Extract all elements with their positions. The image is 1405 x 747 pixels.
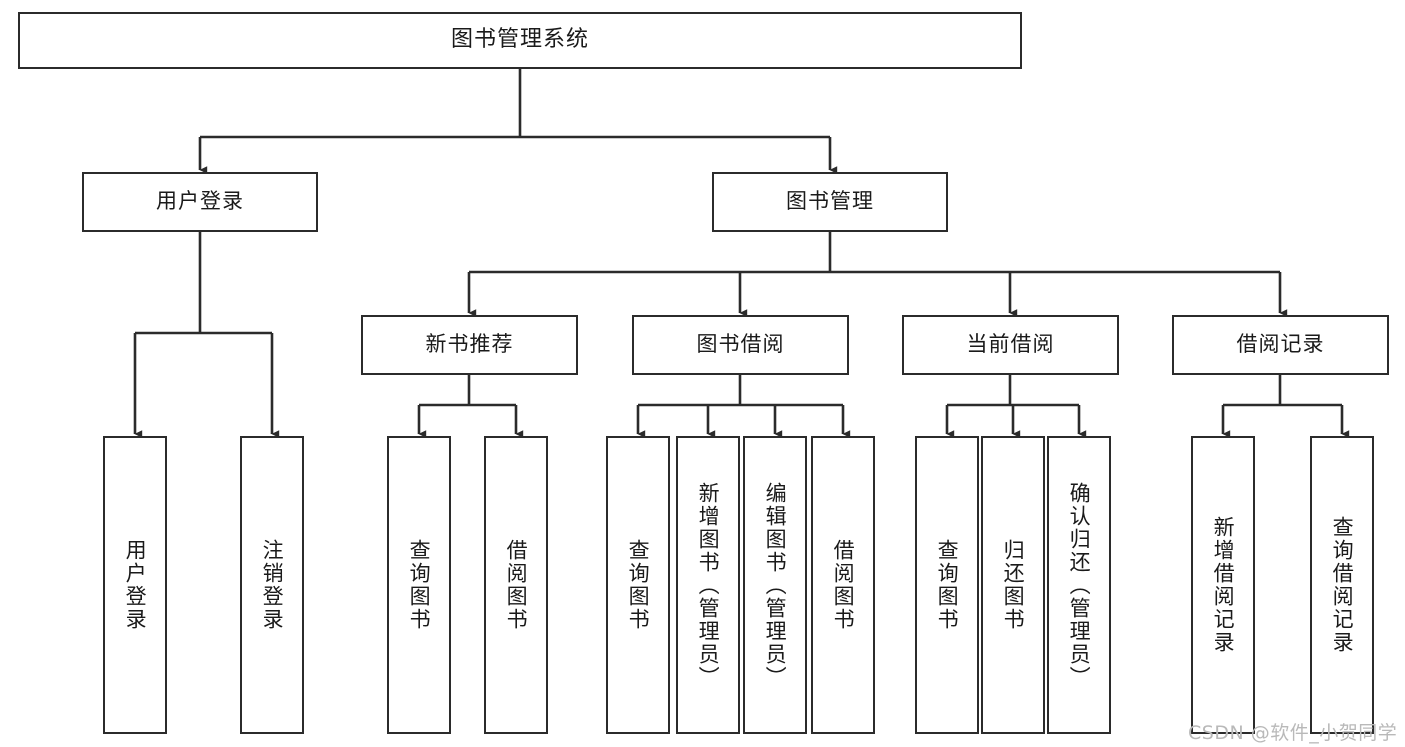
node-leaf-edit-book-admin-label: 编辑图书（管理员） — [763, 481, 788, 689]
node-leaf-borrow-book-label: 借阅图书 — [831, 539, 856, 631]
node-root-title-label: 图书管理系统 — [450, 27, 589, 53]
node-book-borrow[interactable]: 图书借阅 — [632, 315, 849, 375]
node-leaf-borrow-book[interactable]: 借阅图书 — [811, 436, 875, 734]
node-book-management-label: 图书管理 — [786, 189, 874, 214]
node-leaf-add-book-admin-label: 新增图书（管理员） — [696, 481, 721, 689]
node-user-login[interactable]: 用户登录 — [82, 172, 318, 232]
node-leaf-return-book-label: 归还图书 — [1001, 539, 1026, 631]
node-leaf-confirm-return-admin[interactable]: 确认归还（管理员） — [1047, 436, 1111, 734]
node-borrow-record-label: 借阅记录 — [1236, 332, 1325, 357]
node-new-book-recommend-label: 新书推荐 — [425, 332, 514, 357]
node-leaf-query-book-current-label: 查询图书 — [935, 539, 960, 631]
node-book-borrow-label: 图书借阅 — [696, 332, 785, 357]
node-leaf-query-book-rec[interactable]: 查询图书 — [387, 436, 451, 734]
node-leaf-add-borrow-record[interactable]: 新增借阅记录 — [1191, 436, 1255, 734]
node-book-management[interactable]: 图书管理 — [712, 172, 948, 232]
node-current-borrow[interactable]: 当前借阅 — [902, 315, 1119, 375]
node-leaf-user-logout-label: 注销登录 — [260, 539, 285, 631]
node-leaf-query-borrow-record[interactable]: 查询借阅记录 — [1310, 436, 1374, 734]
node-root-title[interactable]: 图书管理系统 — [18, 12, 1022, 69]
node-current-borrow-label: 当前借阅 — [966, 332, 1055, 357]
node-leaf-edit-book-admin[interactable]: 编辑图书（管理员） — [743, 436, 807, 734]
node-leaf-query-book-rec-label: 查询图书 — [407, 539, 432, 631]
node-leaf-add-book-admin[interactable]: 新增图书（管理员） — [676, 436, 740, 734]
node-leaf-query-book-borrow[interactable]: 查询图书 — [606, 436, 670, 734]
node-leaf-borrow-book-rec-label: 借阅图书 — [504, 539, 529, 631]
node-leaf-confirm-return-admin-label: 确认归还（管理员） — [1067, 481, 1092, 689]
node-leaf-query-borrow-record-label: 查询借阅记录 — [1330, 516, 1355, 654]
node-leaf-user-login[interactable]: 用户登录 — [103, 436, 167, 734]
node-leaf-query-book-current[interactable]: 查询图书 — [915, 436, 979, 734]
node-leaf-user-login-label: 用户登录 — [123, 539, 148, 631]
node-user-login-label: 用户登录 — [156, 189, 244, 214]
node-leaf-borrow-book-rec[interactable]: 借阅图书 — [484, 436, 548, 734]
node-leaf-return-book[interactable]: 归还图书 — [981, 436, 1045, 734]
node-borrow-record[interactable]: 借阅记录 — [1172, 315, 1389, 375]
csdn-watermark: CSDN @软件_小贺同学 — [1188, 722, 1398, 744]
node-leaf-query-book-borrow-label: 查询图书 — [626, 539, 651, 631]
node-new-book-recommend[interactable]: 新书推荐 — [361, 315, 578, 375]
node-leaf-add-borrow-record-label: 新增借阅记录 — [1211, 516, 1236, 654]
node-leaf-user-logout[interactable]: 注销登录 — [240, 436, 304, 734]
